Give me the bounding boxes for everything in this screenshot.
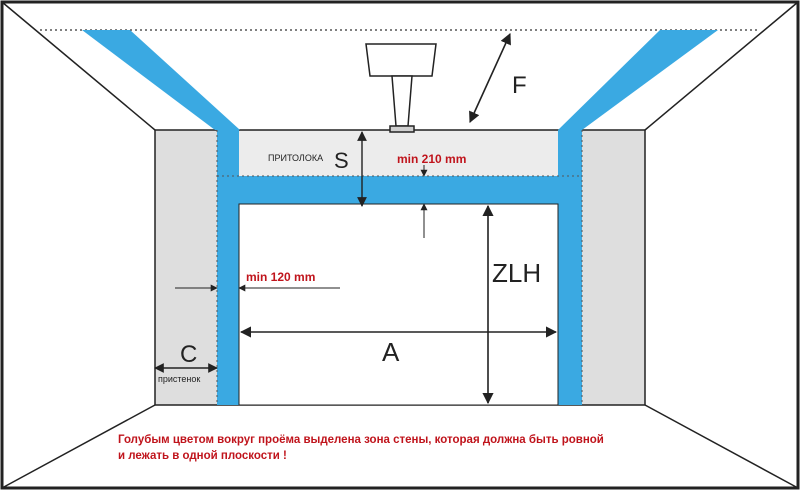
lintel-area <box>218 131 582 176</box>
label-s: S <box>334 148 349 173</box>
label-min-210: min 210 mm <box>397 152 466 166</box>
note-line-1: Голубым цветом вокруг проёма выделена зо… <box>118 434 604 446</box>
door-opener-motor <box>365 43 437 133</box>
label-lintel: ПРИТОЛОКА <box>268 153 323 163</box>
label-a: A <box>382 337 400 367</box>
dimension-f-arrow <box>469 32 511 124</box>
label-f: F <box>512 72 527 99</box>
label-side-wall: пристенок <box>158 374 200 384</box>
blue-zone-dotted-edges <box>216 130 583 405</box>
label-min-120: min 120 mm <box>246 270 315 284</box>
note-line-2: и лежать в одной плоскости ! <box>118 450 287 462</box>
label-zlh: ZLH <box>492 258 541 288</box>
ceiling-blue-strips <box>82 30 718 130</box>
door-opening <box>238 203 559 406</box>
label-c: C <box>180 341 197 368</box>
